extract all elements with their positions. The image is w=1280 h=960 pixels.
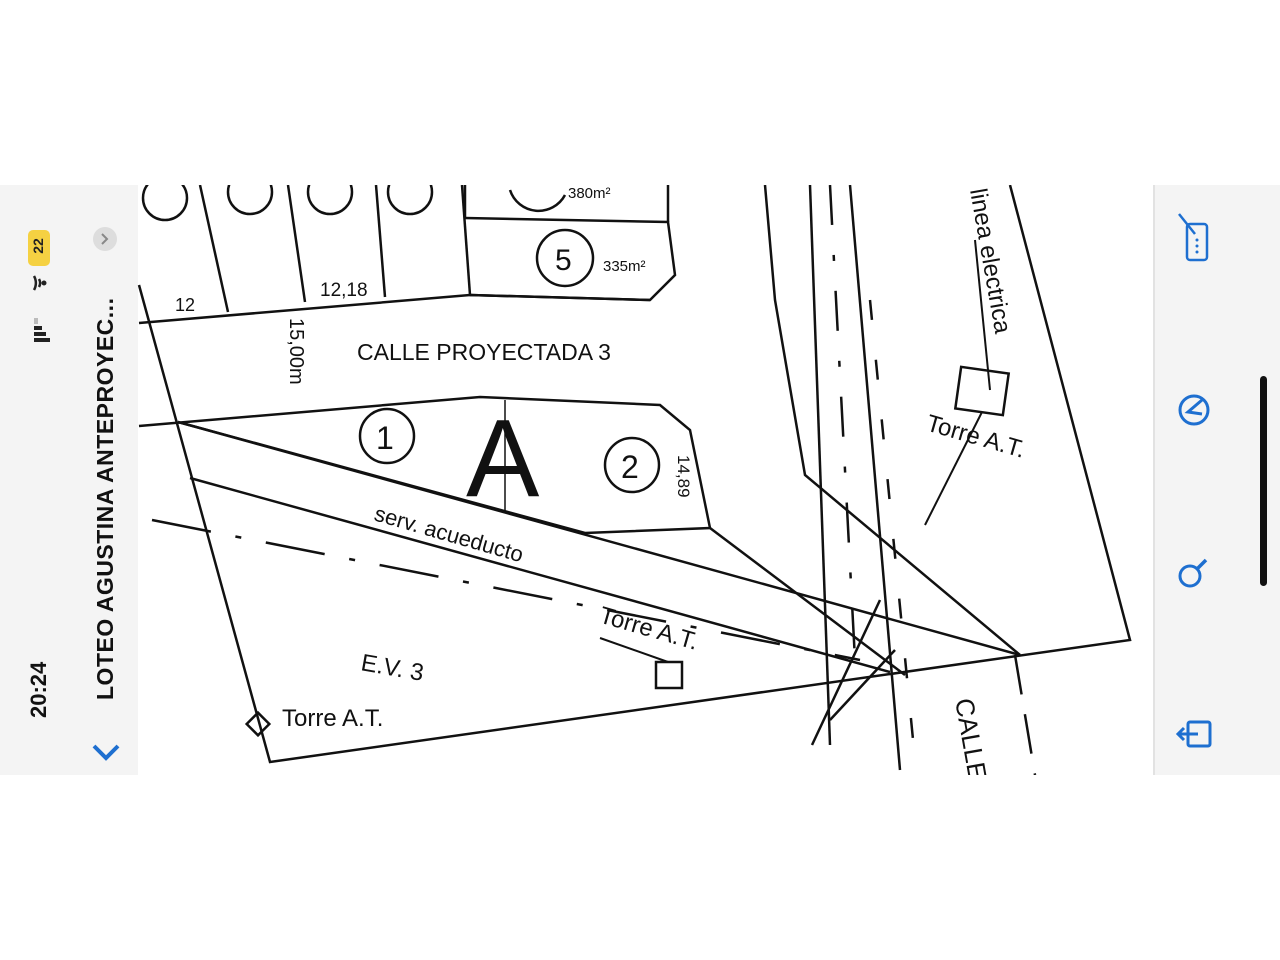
left-toolbar — [0, 185, 138, 775]
plan-drawing: 1 380m² 5 335m² 12 12,18 15,00m CALLE PR… — [137, 185, 1152, 775]
signature-button[interactable] — [1176, 392, 1212, 428]
street-name: CALLE PROYECTADA 3 — [357, 339, 611, 365]
scrollbar[interactable] — [1260, 376, 1267, 586]
search-button[interactable] — [1176, 554, 1212, 590]
dimension-label: 12,18 — [320, 280, 368, 301]
lot-number: 1 — [140, 185, 154, 201]
right-toolbar — [1153, 185, 1280, 775]
dimension-label: 15,00m — [285, 318, 307, 385]
lot-number: 2 — [621, 449, 639, 485]
battery-icon: 22 — [28, 230, 50, 266]
share-button[interactable] — [1174, 716, 1214, 752]
chevron-right-button[interactable] — [92, 226, 118, 252]
lot-area: 335m² — [603, 258, 646, 275]
markup-button[interactable] — [1175, 210, 1215, 266]
chevron-down-button[interactable] — [90, 738, 122, 768]
dimension-label: 12 — [175, 295, 195, 315]
lot-number: 5 — [555, 244, 572, 277]
lot-area: 380m² — [568, 185, 611, 202]
lot-number: 1 — [376, 420, 394, 456]
signal-icon — [34, 318, 50, 342]
wifi-icon — [32, 275, 47, 291]
block-letter: A — [466, 397, 540, 520]
tower-label: Torre A.T. — [282, 705, 383, 732]
dimension-label: 14,89 — [674, 455, 693, 498]
